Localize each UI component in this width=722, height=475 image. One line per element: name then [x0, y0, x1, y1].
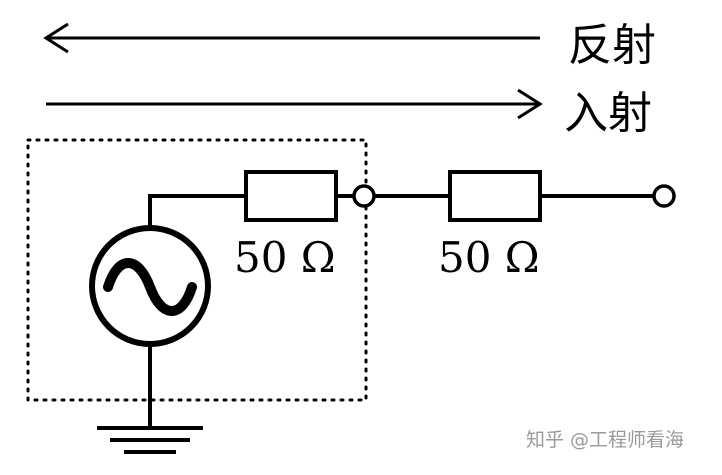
ground-icon — [97, 426, 203, 454]
watermark-text: 知乎 @工程师看海 — [526, 429, 684, 451]
source-boundary-box — [26, 138, 368, 402]
ac-source-icon — [89, 225, 211, 347]
line-resistor — [448, 170, 542, 222]
reflected-arrow — [43, 22, 540, 54]
line-resistor-label: 50 Ω — [438, 233, 540, 282]
source-resistor-label: 50 Ω — [234, 233, 336, 282]
source-resistor — [244, 170, 338, 222]
reflected-label: 反射 — [568, 20, 656, 71]
circuit-wires — [148, 194, 654, 426]
incident-label: 入射 — [564, 88, 652, 139]
source-terminal-icon — [352, 184, 376, 208]
incident-arrow — [46, 88, 543, 120]
end-terminal-icon — [652, 184, 676, 208]
